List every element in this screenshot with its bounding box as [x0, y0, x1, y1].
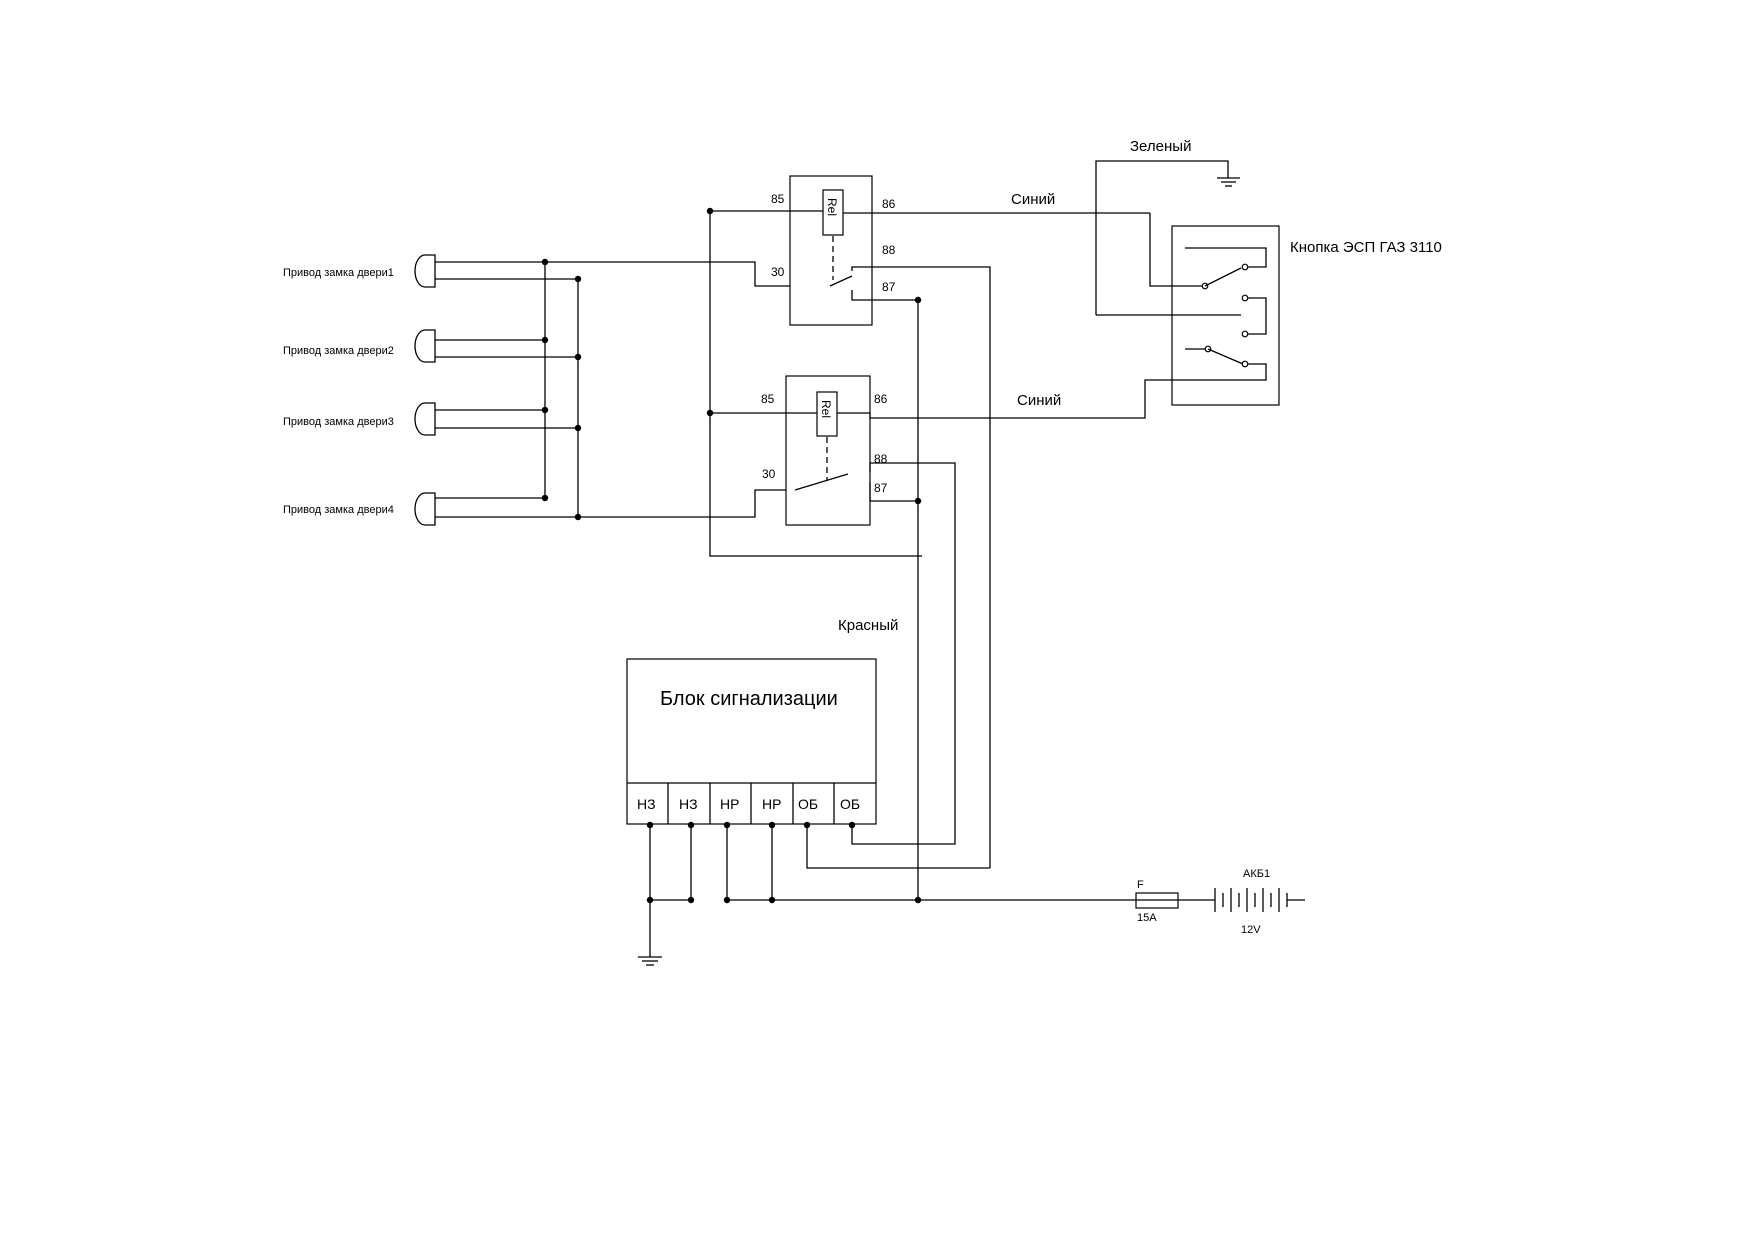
window-switch: Кнопка ЭСП ГАЗ 3110	[1095, 160, 1442, 406]
relay-2: Rel 85 86 30 88 87	[710, 375, 1172, 845]
relay-1-pin30: 30	[771, 265, 785, 279]
actuator-3: Привод замка двери3	[283, 402, 578, 436]
alarm-unit: Блок сигнализации НЗ НЗ НР НР ОБ ОБ	[626, 658, 877, 825]
relay-1-pin85: 85	[771, 192, 785, 206]
relay-1: Rel 85 86 30 88 87	[710, 175, 1150, 868]
relay-2-pin88: 88	[874, 452, 888, 466]
battery-designator: АКБ1	[1243, 868, 1270, 880]
relay-2-pin85: 85	[761, 392, 775, 406]
actuator-4-label: Привод замка двери4	[283, 504, 394, 516]
alarm-wiring	[646, 821, 1136, 957]
ground-top-icon	[1217, 175, 1240, 187]
relay-2-name: Rel	[819, 400, 833, 418]
relay-2-pin30: 30	[762, 467, 776, 481]
relay-1-pin86: 86	[882, 197, 896, 211]
actuator-4: Привод замка двери4	[283, 492, 578, 526]
terminal-nz-2: НЗ	[679, 796, 698, 812]
relay-1-name: Rel	[825, 198, 839, 216]
label-blue-bottom: Синий	[1017, 392, 1061, 409]
label-red: Красный	[838, 617, 898, 634]
fuse-designator: F	[1137, 879, 1144, 891]
actuator-3-label: Привод замка двери3	[283, 416, 394, 428]
actuator-bus	[541, 258, 830, 521]
relay-1-pin88: 88	[882, 243, 896, 257]
actuator-1: Привод замка двери1	[283, 254, 578, 288]
fuse: F 15A	[1135, 879, 1215, 924]
switch-label: Кнопка ЭСП ГАЗ 3110	[1290, 239, 1442, 256]
red-wire: Красный	[838, 296, 922, 900]
alarm-unit-title: Блок сигнализации	[660, 688, 838, 710]
actuator-2: Привод замка двери2	[283, 329, 578, 363]
battery-icon: АКБ1 12V	[1214, 868, 1305, 936]
terminal-nr-2: НР	[762, 796, 781, 812]
terminal-ob-1: ОБ	[798, 796, 818, 812]
relay-2-pin87: 87	[874, 481, 888, 495]
terminal-ob-2: ОБ	[840, 796, 860, 812]
ground-bottom-icon	[638, 956, 662, 966]
relay-1-pin87: 87	[882, 280, 896, 294]
actuator-2-label: Привод замка двери2	[283, 345, 394, 357]
relay-85-loop	[706, 207, 922, 557]
terminal-nz-1: НЗ	[637, 796, 656, 812]
actuator-1-label: Привод замка двери1	[283, 267, 394, 279]
relay-2-pin86: 86	[874, 392, 888, 406]
label-blue-top: Синий	[1011, 191, 1055, 208]
label-green: Зеленый	[1130, 138, 1191, 155]
fuse-rating: 15A	[1137, 912, 1157, 924]
terminal-nr-1: НР	[720, 796, 739, 812]
battery-voltage: 12V	[1241, 924, 1261, 936]
